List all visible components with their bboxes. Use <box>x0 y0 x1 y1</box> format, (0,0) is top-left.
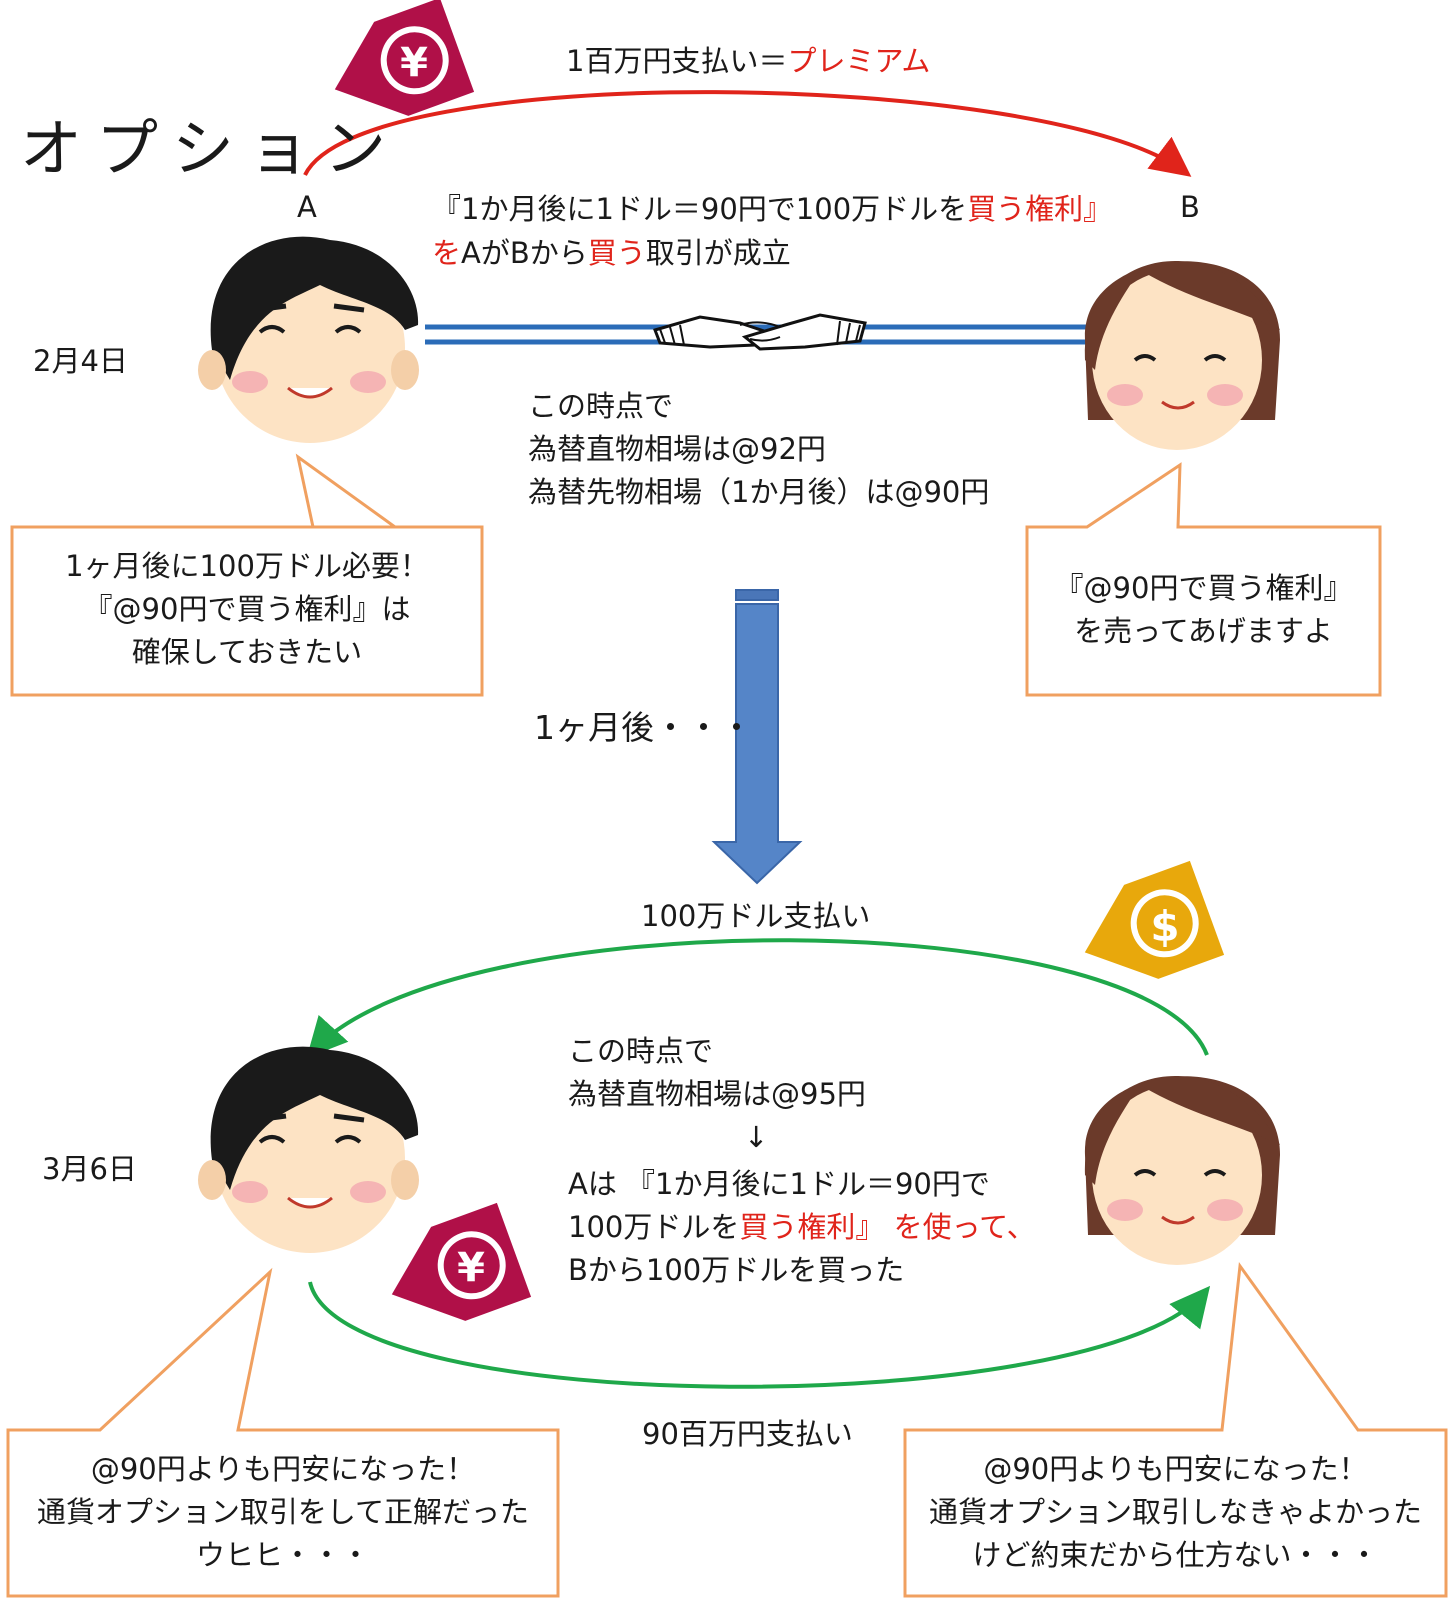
contract-l2-a: を <box>432 236 462 270</box>
person-b-top-avatar <box>1084 260 1280 450</box>
bubble-b2-shape <box>903 1261 1448 1598</box>
premium-highlight: プレミアム <box>787 44 931 78</box>
contract-l2-d: 取引が成立 <box>645 236 791 270</box>
rates2-arrow: ↓ <box>744 1120 769 1154</box>
dollar-payment-arrow <box>306 938 1209 1058</box>
rates1-line-1: この時点で <box>528 389 674 423</box>
rates2-line-2: 為替直物相場は@95円 <box>568 1077 866 1111</box>
contract-line-2: をAがBから買う取引が成立 <box>432 232 791 275</box>
premium-label: 1百万円支払い＝プレミアム <box>566 40 930 83</box>
rates2-line-3: Aは 『1か月後に1ドル＝90円で <box>568 1167 990 1201</box>
bubble-a1-line-2: 『@90円で買う権利』は <box>83 592 411 626</box>
premium-prefix: 1百万円支払い＝ <box>566 44 788 78</box>
yen-payment-label: 90百万円支払い <box>642 1417 853 1451</box>
date-second: 3月6日 <box>42 1152 137 1186</box>
date-first: 2月4日 <box>33 344 128 378</box>
contract-l2-b: AがBから <box>461 236 588 270</box>
bubble-a1-shape <box>10 453 484 697</box>
premium-arrow <box>303 90 1192 177</box>
bubble-a1-text: 1ヶ月後に100万ドル必要！ 『@90円で買う権利』は 確保しておきたい <box>12 545 482 674</box>
handshake-icon <box>653 313 867 351</box>
bubble-b2-line-3: けど約束だから仕方ない・・・ <box>972 1538 1379 1572</box>
rates2-line-5: Bから100万ドルを買った <box>568 1253 905 1287</box>
bubble-a1-line-3: 確保しておきたい <box>131 635 363 669</box>
contract-l2-c: 買う <box>587 236 646 270</box>
bubble-a2-shape <box>6 1267 560 1598</box>
rates1-line-2: 為替直物相場は@92円 <box>528 432 826 466</box>
bubble-b1-line-2: を売ってあげますよ <box>1074 614 1333 648</box>
yen-tag-icon-top <box>334 0 475 116</box>
bubble-b2-line-1: @90円よりも円安になった！ <box>983 1452 1368 1486</box>
bubble-a2-line-2: 通貨オプション取引をして正解だった <box>36 1495 530 1529</box>
yen-symbol-bottom: ¥ <box>457 1245 485 1291</box>
bubble-b2-line-2: 通貨オプション取引しなきゃよかった <box>928 1495 1422 1529</box>
bubble-a2-text: @90円よりも円安になった！ 通貨オプション取引をして正解だった ウヒヒ・・・ <box>8 1448 558 1577</box>
rates2-l4-b: 買う権利』 を使って、 <box>739 1210 1036 1244</box>
rates2-line-4: 100万ドルを買う権利』 を使って、 <box>568 1206 1036 1249</box>
bubble-a1-line-1: 1ヶ月後に100万ドル必要！ <box>65 549 429 583</box>
time-passage-label: 1ヶ月後・・・ <box>534 708 753 747</box>
rates2-line-1: この時点で <box>568 1034 714 1068</box>
bubble-a2-line-3: ウヒヒ・・・ <box>195 1538 370 1572</box>
rates1-line-3: 為替先物相場（1か月後）は@90円 <box>528 475 990 509</box>
time-passage-arrow <box>711 589 803 885</box>
bubble-b1-shape <box>1025 462 1382 697</box>
bubble-a2-line-1: @90円よりも円安になった！ <box>90 1452 476 1486</box>
person-a-top-avatar <box>198 236 419 443</box>
dollar-tag-icon <box>1084 860 1225 979</box>
page-title: オプション <box>20 112 401 185</box>
rates2-l4-a: 100万ドルを <box>568 1210 740 1244</box>
person-a-bottom-avatar <box>198 1046 419 1253</box>
person-b-bottom-avatar <box>1084 1075 1280 1265</box>
contract-l1-a: 『1か月後に1ドル＝90円で100万ドルを <box>432 192 968 226</box>
yen-payment-arrow <box>308 1281 1211 1389</box>
dollar-symbol: $ <box>1150 902 1179 951</box>
yen-tag-icon-bottom <box>391 1202 532 1321</box>
party-a-label: A <box>297 190 317 224</box>
contract-l1-b: 買う権利』 <box>967 192 1113 226</box>
bubble-b1-text: 『@90円で買う権利』 を売ってあげますよ <box>1027 567 1380 653</box>
yen-symbol-top: ¥ <box>400 40 428 86</box>
party-b-label: B <box>1180 190 1200 224</box>
bubble-b2-text: @90円よりも円安になった！ 通貨オプション取引しなきゃよかった けど約束だから… <box>905 1448 1446 1577</box>
contract-line-1: 『1か月後に1ドル＝90円で100万ドルを買う権利』 <box>432 188 1112 231</box>
bubble-b1-line-1: 『@90円で買う権利』 <box>1054 571 1353 605</box>
dollar-payment-label: 100万ドル支払い <box>641 899 871 933</box>
